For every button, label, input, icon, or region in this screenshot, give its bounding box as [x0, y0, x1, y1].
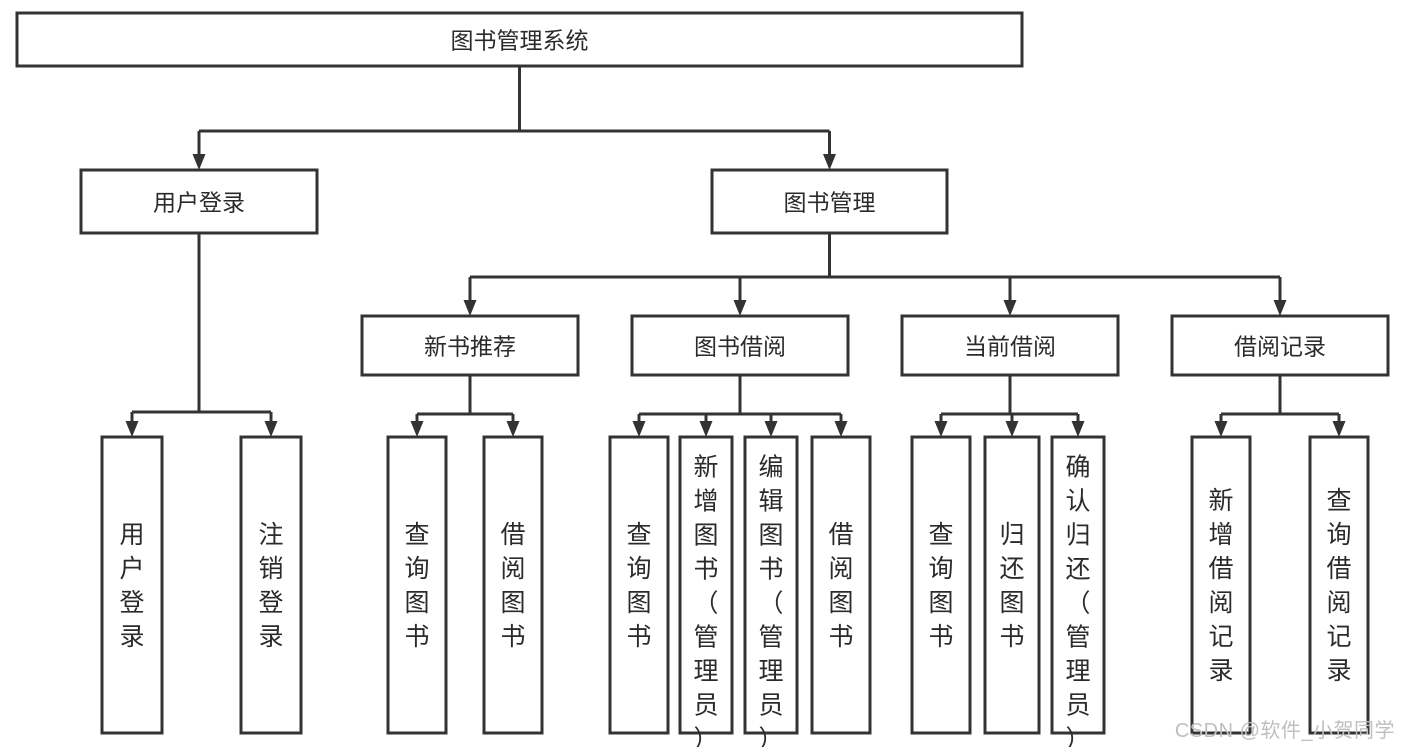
node-leaf-borrow-book[interactable]: 借阅图书 [810, 435, 872, 735]
node-box [900, 314, 1120, 377]
node-leaf-query-book-borrow[interactable]: 查询图书 [608, 435, 670, 735]
node-box [630, 314, 850, 377]
node-box [743, 435, 799, 735]
node-label: 借阅图书 [500, 521, 525, 651]
arrow-head-icon [1273, 300, 1287, 316]
node-box [386, 435, 448, 735]
node-label: 新书推荐 [424, 334, 516, 360]
node-book-borrow[interactable]: 图书借阅 [630, 314, 850, 377]
node-box [810, 435, 872, 735]
node-label: 图书借阅 [694, 334, 786, 360]
arrow-head-icon [1071, 421, 1085, 437]
arrow-head-icon [410, 421, 424, 437]
node-label: 注销登录 [258, 521, 283, 651]
node-label: 新增图书（管理员） [693, 453, 718, 747]
node-box [910, 435, 972, 735]
connector-layer [125, 66, 1346, 437]
node-box [360, 314, 580, 377]
node-label: 归还图书 [999, 521, 1024, 651]
node-root[interactable]: 图书管理系统 [15, 11, 1024, 68]
node-box [608, 435, 670, 735]
node-new-book-rec[interactable]: 新书推荐 [360, 314, 580, 377]
node-leaf-borrow-book-rec[interactable]: 借阅图书 [482, 435, 544, 735]
node-label: 新增借阅记录 [1208, 487, 1233, 685]
node-book-manage[interactable]: 图书管理 [710, 168, 949, 235]
arrow-head-icon [1332, 421, 1346, 437]
node-leaf-query-book-rec[interactable]: 查询图书 [386, 435, 448, 735]
node-leaf-user-login[interactable]: 用户登录 [100, 435, 164, 735]
node-box [15, 11, 1024, 68]
node-box [482, 435, 544, 735]
arrow-head-icon [699, 421, 713, 437]
arrow-head-icon [834, 421, 848, 437]
arrow-head-icon [934, 421, 948, 437]
arrow-head-icon [1214, 421, 1228, 437]
node-box [1050, 435, 1106, 735]
node-box [100, 435, 164, 735]
arrow-head-icon [632, 421, 646, 437]
node-leaf-edit-book-admin[interactable]: 编辑图书（管理员） [743, 435, 799, 747]
node-box [1190, 435, 1252, 735]
node-current-borrow[interactable]: 当前借阅 [900, 314, 1120, 377]
node-box [1170, 314, 1390, 377]
node-label: 借阅记录 [1234, 334, 1326, 360]
node-label: 查询图书 [404, 521, 429, 651]
node-borrow-record[interactable]: 借阅记录 [1170, 314, 1390, 377]
arrow-head-icon [1003, 300, 1017, 316]
node-layer: 图书管理系统用户登录图书管理新书推荐图书借阅当前借阅借阅记录用户登录注销登录查询… [15, 11, 1390, 747]
arrow-head-icon [764, 421, 778, 437]
node-label: 图书管理系统 [451, 28, 589, 54]
node-label: 查询借阅记录 [1326, 487, 1351, 685]
arrow-head-icon [733, 300, 747, 316]
node-box [79, 168, 319, 235]
node-label: 确认归还（管理员） [1065, 453, 1090, 747]
node-box [710, 168, 949, 235]
node-leaf-add-book-admin[interactable]: 新增图书（管理员） [678, 435, 734, 747]
watermark-text: CSDN @软件_小贺同学 [1174, 720, 1395, 742]
node-leaf-query-borrow-record[interactable]: 查询借阅记录 [1308, 435, 1370, 735]
node-leaf-query-book-cur[interactable]: 查询图书 [910, 435, 972, 735]
arrow-head-icon [125, 421, 139, 437]
node-box [239, 435, 303, 735]
node-label: 当前借阅 [964, 334, 1056, 360]
arrow-head-icon [823, 154, 836, 170]
node-label: 图书管理 [784, 190, 876, 216]
node-label: 借阅图书 [828, 521, 853, 651]
arrow-head-icon [463, 300, 477, 316]
node-label: 查询图书 [626, 521, 651, 651]
node-leaf-confirm-return-admin[interactable]: 确认归还（管理员） [1050, 435, 1106, 747]
node-label: 查询图书 [928, 521, 953, 651]
node-leaf-add-borrow-record[interactable]: 新增借阅记录 [1190, 435, 1252, 735]
node-label: 用户登录 [153, 190, 245, 216]
node-box [983, 435, 1041, 735]
node-box [1308, 435, 1370, 735]
arrow-head-icon [192, 154, 206, 170]
node-leaf-return-book[interactable]: 归还图书 [983, 435, 1041, 735]
arrow-head-icon [264, 421, 278, 437]
node-box [678, 435, 734, 735]
node-label: 编辑图书（管理员） [758, 453, 783, 747]
node-leaf-logout[interactable]: 注销登录 [239, 435, 303, 735]
node-user-login[interactable]: 用户登录 [79, 168, 319, 235]
arrow-head-icon [1005, 421, 1019, 437]
node-label: 用户登录 [119, 521, 144, 651]
arrow-head-icon [506, 421, 520, 437]
